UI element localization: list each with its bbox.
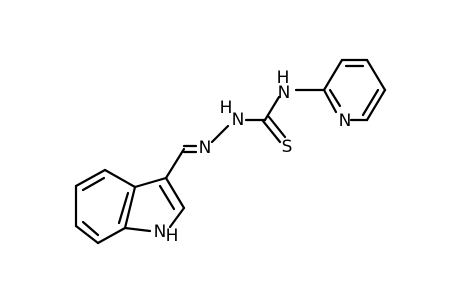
bond-c3a-c4 — [103, 168, 137, 189]
bond-c2-n1 — [168, 206, 186, 229]
atom-label-indole-nh-h: H — [166, 226, 179, 246]
indole-benzene-ring — [74, 168, 137, 245]
bond-cs-s-a — [261, 119, 282, 144]
bond-c6-c7-inner — [81, 220, 100, 237]
bond-c3-c2 — [164, 176, 186, 210]
bond-c3a-c7a — [123, 185, 137, 230]
bond-c4-c5 — [74, 168, 107, 188]
bond-cs-s-b — [267, 115, 287, 139]
bond-pyr-c2-c3 — [322, 58, 344, 92]
bond-pyr-n-c2-inner — [328, 88, 342, 108]
indole-pyrrole-ring — [123, 176, 186, 233]
atom-label-hydrazine-n: N — [232, 110, 245, 130]
atom-label-amide-nh-h: H — [277, 68, 290, 88]
bond-c3-c3a — [133, 176, 168, 189]
atom-labels: S H N N H N N N H — [154, 68, 352, 246]
bond-n1-c7a — [123, 226, 152, 233]
pyridine-ring — [322, 58, 387, 122]
bond-ch-indole-c3 — [164, 147, 186, 180]
bond-pyr-c5-c6-inner — [361, 88, 380, 117]
bond-c6-c7 — [74, 224, 100, 245]
bond-c3-c2-inner — [158, 184, 176, 211]
atom-label-thione-s: S — [282, 137, 293, 157]
thiosemicarbazone-chain — [164, 88, 326, 180]
bond-c7-c7a — [96, 226, 127, 245]
bond-c3a-c7a-inner — [117, 191, 130, 225]
atom-label-amide-n: N — [278, 83, 291, 103]
bond-pyr-c4-c5 — [365, 58, 387, 92]
bond-c4-c5-inner — [81, 176, 106, 192]
bond-pyr-c5-c6 — [365, 88, 387, 122]
atom-label-imine-n: N — [199, 138, 212, 158]
atom-label-hydrazine-nh-h: H — [220, 98, 233, 118]
atom-label-indole-n: N — [154, 222, 167, 242]
bond-pyr-n-c2 — [322, 88, 338, 114]
atom-label-pyridine-n: N — [339, 111, 352, 131]
bond-nn-n — [210, 124, 230, 144]
bond-nh-cs — [263, 95, 281, 122]
